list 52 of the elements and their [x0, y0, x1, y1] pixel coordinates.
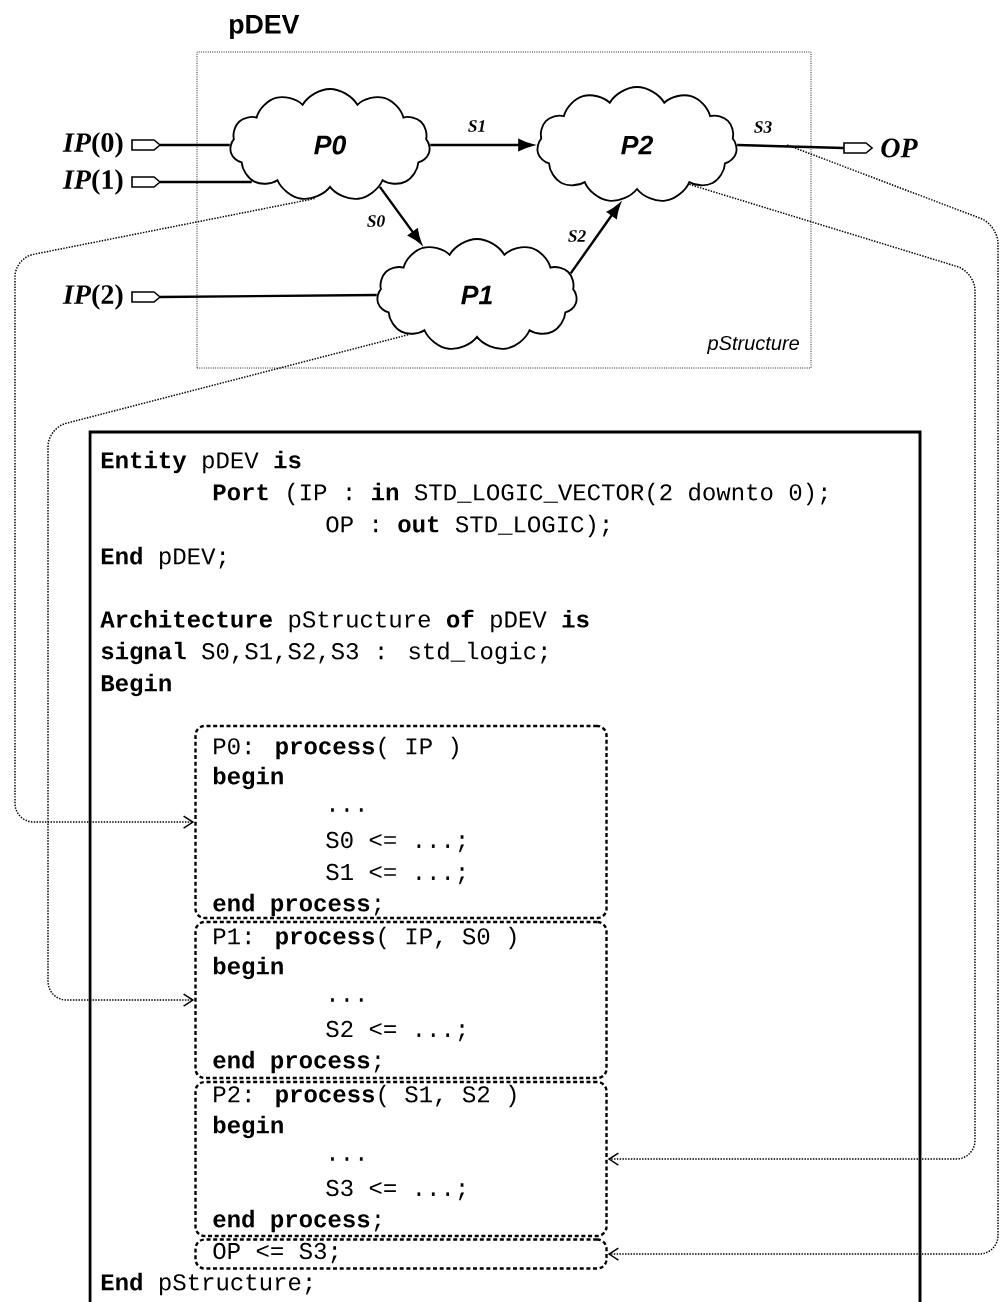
code-line: Begin [101, 673, 171, 697]
code-line: OP <= S3; [213, 1242, 337, 1264]
code-line: Architecture pStructure of pDEV is [100, 609, 589, 633]
code-line: begin [213, 1115, 283, 1139]
process-box [194, 1080, 608, 1238]
edge-label: S3 [752, 119, 774, 135]
frame-label: pStructure [707, 335, 799, 355]
code-line: ... [331, 808, 363, 812]
code-panel [88, 430, 922, 1302]
code-line: end process; [213, 1050, 380, 1074]
code-line: P2: process( S1, S2 ) [214, 1084, 516, 1108]
code-line: End pDEV; [101, 546, 225, 570]
process-box [194, 1238, 608, 1270]
code-line: End pStructure; [101, 1272, 312, 1296]
process-box [194, 724, 608, 920]
port-label: IP(2) [62, 284, 123, 310]
wire [160, 293, 377, 299]
code-line: S2 <= ...; [326, 1020, 465, 1042]
code-line: signal S0,S1,S2,S3 : std_logic; [101, 641, 547, 665]
code-line: ... [331, 1157, 363, 1161]
wire [160, 180, 252, 184]
edge-label: S1 [466, 118, 488, 134]
wire [737, 143, 845, 150]
code-line: OP : out STD_LOGIC); [326, 514, 609, 538]
code-line: P0: process( IP ) [214, 736, 458, 760]
dotted-frame [196, 15, 812, 369]
code-line: Entity pDEV is [101, 450, 301, 474]
code-line: S0 <= ...; [326, 831, 465, 853]
code-line: begin [213, 766, 283, 790]
leader-line [607, 144, 999, 1261]
code-line: ... [331, 998, 363, 1002]
port-label: OP [881, 138, 918, 158]
port-label: IP(0) [62, 132, 123, 158]
edge-label: S0 [365, 213, 387, 229]
process-cloud: P2 [536, 86, 738, 202]
port-label: IP(1) [62, 169, 123, 195]
code-line: end process; [213, 893, 380, 917]
frame-title: pDEV [230, 15, 300, 39]
code-line: Port (IP : in STD_LOGIC_VECTOR(2 downto 0); [213, 482, 827, 506]
code-line: P1: process( IP, S0 ) [214, 926, 516, 950]
leader-line [607, 183, 976, 1166]
arrow [378, 186, 422, 244]
leader-line [47, 334, 409, 1007]
process-cloud: P0 [229, 88, 431, 200]
code-line: S3 <= ...; [326, 1179, 465, 1201]
leader-line [14, 197, 316, 829]
wire [160, 143, 230, 147]
code-line: S1 <= ...; [326, 863, 465, 885]
process-box [194, 920, 608, 1080]
code-line: end process; [213, 1209, 380, 1233]
code-line: begin [213, 956, 283, 980]
arrow [569, 203, 621, 275]
